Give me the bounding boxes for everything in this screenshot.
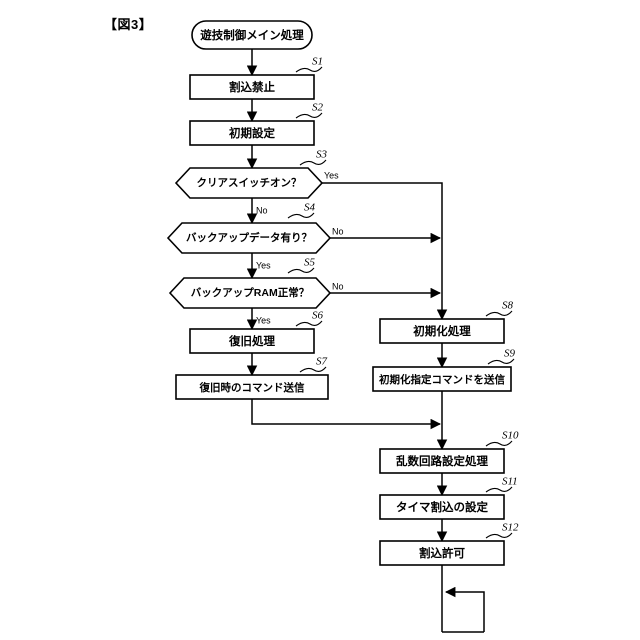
node-s6: 復旧処理 — [189, 328, 315, 354]
step-label-s6: S6 — [312, 310, 324, 322]
step-label-s4: S4 — [304, 202, 316, 214]
node-s11: タイマ割込の設定 — [379, 494, 505, 520]
node-s6-label: 復旧処理 — [228, 334, 275, 348]
leader-s8 — [485, 310, 513, 317]
step-label-s1: S1 — [312, 56, 323, 68]
node-s3: クリアスイッチオン？ — [174, 167, 324, 199]
connector-s7-to-merge — [251, 399, 442, 430]
step-label-s5: S5 — [304, 257, 316, 269]
leader-s5 — [287, 267, 315, 274]
node-s1: 割込禁止 — [189, 74, 315, 100]
node-s4: バックアップデータ有り？ — [166, 222, 332, 254]
node-s9: 初期化指定コマンドを送信 — [372, 366, 512, 392]
figure-number-label: 【図3】 — [104, 17, 153, 32]
step-label-s12: S12 — [502, 522, 519, 534]
node-start-label: 遊技制御メイン処理 — [200, 28, 304, 42]
node-s5-label: バックアップRAM正常？ — [191, 286, 309, 299]
branch-label-s5-yes: Yes — [256, 315, 271, 325]
step-label-s8: S8 — [502, 300, 514, 312]
connector-s3-yes-to-s8 — [322, 182, 448, 321]
node-s2-label: 初期設定 — [229, 126, 275, 140]
leader-s1 — [295, 66, 323, 73]
leader-s2 — [295, 112, 323, 119]
node-s3-label: クリアスイッチオン？ — [197, 177, 302, 189]
leader-s4 — [287, 212, 315, 219]
node-s2: 初期設定 — [189, 120, 315, 146]
node-s10: 乱数回路設定処理 — [379, 448, 505, 474]
branch-label-s4-no: No — [332, 226, 344, 236]
node-start: 遊技制御メイン処理 — [191, 20, 313, 50]
leader-s9 — [487, 358, 515, 365]
node-s12: 割込許可 — [379, 540, 505, 566]
leader-s12 — [485, 532, 513, 539]
leader-s11 — [485, 486, 513, 493]
node-s1-label: 割込禁止 — [229, 80, 275, 94]
node-s7-label: 復旧時のコマンド送信 — [199, 381, 305, 394]
branch-label-s3-yes: Yes — [324, 170, 339, 180]
node-s8-label: 初期化処理 — [413, 324, 471, 338]
node-s8: 初期化処理 — [379, 318, 505, 344]
leader-s3 — [299, 159, 327, 166]
step-label-s7: S7 — [316, 356, 328, 368]
node-s7: 復旧時のコマンド送信 — [175, 374, 329, 400]
node-s12-label: 割込許可 — [419, 546, 465, 560]
step-label-s9: S9 — [504, 348, 516, 360]
connector-loop-back — [444, 586, 485, 632]
step-label-s10: S10 — [502, 430, 519, 442]
node-s4-label: バックアップデータ有り？ — [186, 231, 312, 244]
step-label-s3: S3 — [316, 149, 328, 161]
branch-label-s4-yes: Yes — [256, 260, 271, 270]
leader-s10 — [485, 440, 513, 447]
node-s11-label: タイマ割込の設定 — [396, 500, 488, 514]
node-s9-label: 初期化指定コマンドを送信 — [379, 373, 505, 386]
leader-s6 — [295, 320, 323, 327]
branch-label-s3-no: No — [256, 205, 268, 215]
step-label-s11: S11 — [502, 476, 518, 488]
node-s10-label: 乱数回路設定処理 — [396, 454, 488, 468]
leader-s7 — [299, 366, 327, 373]
branch-label-s5-no: No — [332, 281, 344, 291]
node-s5: バックアップRAM正常？ — [168, 277, 332, 309]
step-label-s2: S2 — [312, 102, 324, 114]
